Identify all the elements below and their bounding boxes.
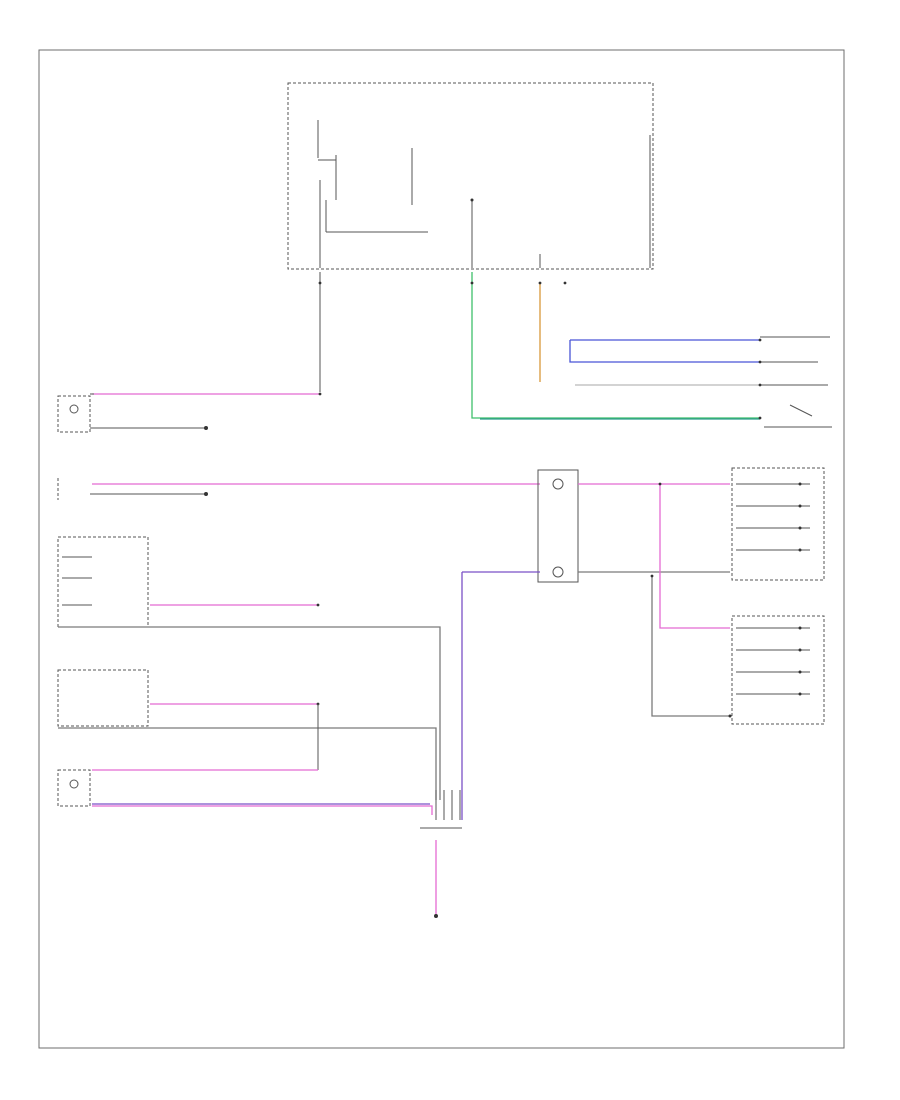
wire-gray-switch-b [58, 727, 437, 800]
wire-harness [92, 272, 832, 485]
left-components [57, 393, 441, 815]
control-module [287, 82, 654, 270]
center-connector [420, 469, 730, 918]
wire-pink-right-down [659, 484, 730, 629]
wire-gray-switch-a [58, 626, 441, 800]
wire-pink-bottom-double [92, 805, 433, 815]
right-switch-panels [728, 467, 825, 725]
wire-blue-2 [569, 340, 760, 363]
diagram-frame [38, 49, 845, 1049]
wire-green [471, 272, 760, 419]
wire-gray-center-down [651, 576, 730, 717]
